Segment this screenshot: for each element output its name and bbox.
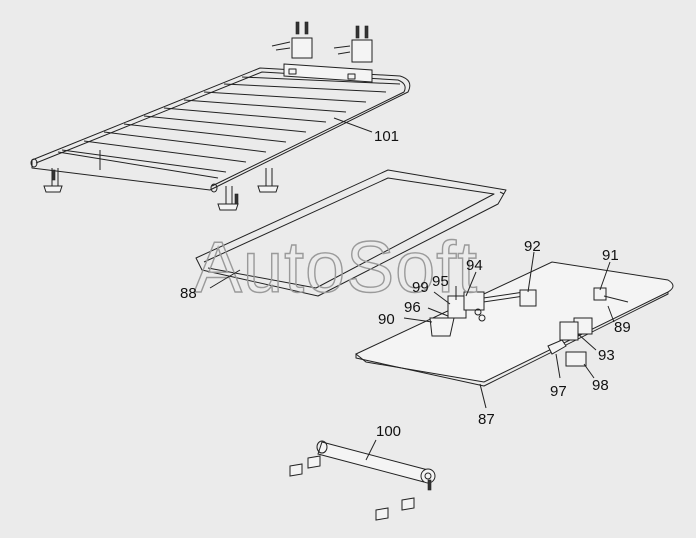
leader-lines: [209, 117, 615, 461]
leg-bolts: [51, 169, 239, 205]
gas-strut: [289, 440, 436, 521]
callout-93: 93: [598, 347, 615, 364]
callout-96: 96: [404, 299, 421, 316]
callout-87: 87: [478, 411, 495, 428]
callout-98: 98: [592, 377, 609, 394]
callout-101: 101: [374, 128, 399, 145]
callout-97: 97: [550, 383, 567, 400]
callout-91: 91: [602, 247, 619, 264]
callout-99: 99: [412, 279, 429, 296]
panel-hardware: [429, 287, 629, 367]
callout-100: 100: [376, 423, 401, 440]
callout-88: 88: [180, 285, 197, 302]
hatch-seal: [195, 169, 507, 297]
top-mount-brackets: [271, 21, 373, 63]
callout-labels: 101 88 92 94 95 99 96 90 91 89 93 97 98 …: [180, 128, 631, 440]
callout-90: 90: [378, 311, 395, 328]
callout-94: 94: [466, 257, 483, 274]
watermark-text: AutoSoft: [194, 228, 478, 308]
callout-95: 95: [432, 273, 449, 290]
callout-89: 89: [614, 319, 631, 336]
callout-92: 92: [524, 238, 541, 255]
roof-rack-frame: [30, 63, 411, 211]
